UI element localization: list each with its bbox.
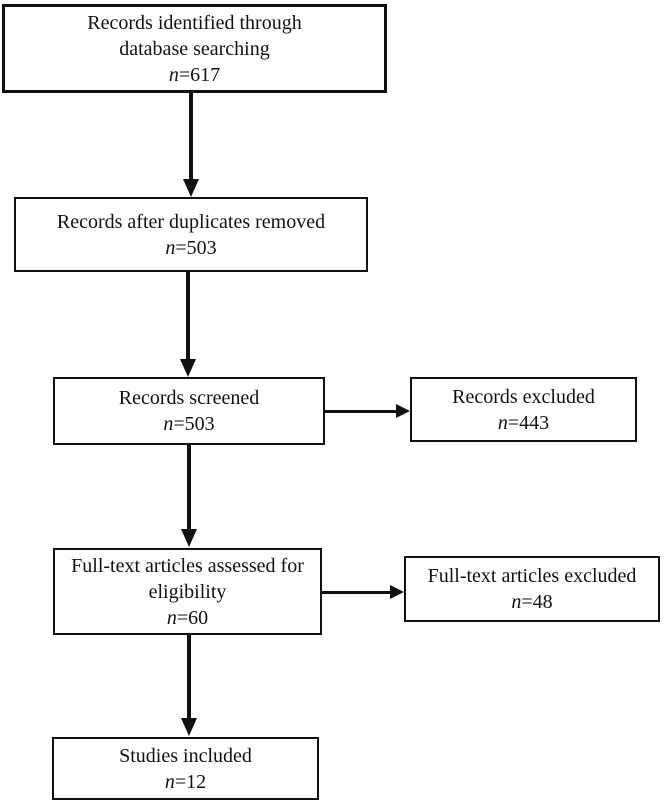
node-count: n=12 bbox=[165, 769, 206, 795]
n-number: =12 bbox=[174, 770, 207, 793]
node-label-line: Records excluded bbox=[452, 385, 595, 408]
node-studies-included: Studies included n=12 bbox=[52, 737, 319, 800]
arrow-deduplicated-to-screened bbox=[186, 272, 190, 360]
arrowhead-down-icon bbox=[181, 718, 197, 736]
arrow-screened-to-excluded bbox=[325, 410, 397, 413]
n-symbol: n bbox=[168, 63, 179, 86]
n-number: =503 bbox=[173, 413, 215, 435]
node-label-line: Full-text articles assessed for bbox=[71, 554, 304, 577]
n-number: =617 bbox=[178, 63, 221, 86]
node-count: n=617 bbox=[169, 62, 220, 88]
node-label-line: Records identified through bbox=[87, 11, 302, 34]
node-count: n=48 bbox=[511, 589, 552, 615]
node-label-line: Records after duplicates removed bbox=[56, 210, 326, 233]
arrow-screened-to-fulltext bbox=[187, 445, 191, 531]
arrowhead-down-icon bbox=[180, 359, 196, 377]
node-label-line: Full-text articles excluded bbox=[427, 565, 637, 587]
node-fulltext-excluded: Full-text articles excluded n=48 bbox=[404, 556, 660, 622]
node-records-excluded: Records excluded n=443 bbox=[410, 377, 637, 442]
n-symbol: n bbox=[164, 770, 175, 793]
n-symbol: n bbox=[166, 606, 177, 629]
n-number: =443 bbox=[507, 411, 550, 434]
node-count: n=60 bbox=[167, 605, 208, 631]
node-label-line: database searching bbox=[119, 37, 270, 60]
arrowhead-right-icon bbox=[390, 585, 404, 599]
n-symbol: n bbox=[497, 411, 508, 434]
arrow-fulltext-to-excluded bbox=[322, 591, 391, 594]
node-records-identified: Records identified through database sear… bbox=[2, 4, 387, 93]
arrowhead-down-icon bbox=[183, 179, 199, 197]
node-label-line: Studies included bbox=[119, 744, 252, 767]
n-symbol: n bbox=[163, 413, 174, 435]
arrow-identified-to-deduplicated bbox=[189, 93, 193, 181]
arrowhead-down-icon bbox=[181, 529, 197, 547]
node-records-screened: Records screened n=503 bbox=[53, 377, 325, 445]
n-number: =48 bbox=[521, 591, 553, 613]
arrow-fulltext-to-included bbox=[187, 635, 191, 720]
node-fulltext-assessed: Full-text articles assessed for eligibil… bbox=[53, 548, 322, 635]
n-symbol: n bbox=[165, 236, 176, 259]
node-count: n=503 bbox=[163, 411, 214, 437]
node-count: n=503 bbox=[165, 235, 216, 261]
node-count: n=443 bbox=[498, 410, 549, 436]
n-number: =503 bbox=[175, 236, 217, 259]
node-label-line: Records screened bbox=[118, 387, 260, 409]
node-duplicates-removed: Records after duplicates removed n=503 bbox=[14, 197, 368, 272]
node-label-line: eligibility bbox=[148, 580, 227, 603]
arrowhead-right-icon bbox=[396, 404, 410, 418]
n-symbol: n bbox=[511, 591, 522, 613]
n-number: =60 bbox=[176, 606, 209, 629]
